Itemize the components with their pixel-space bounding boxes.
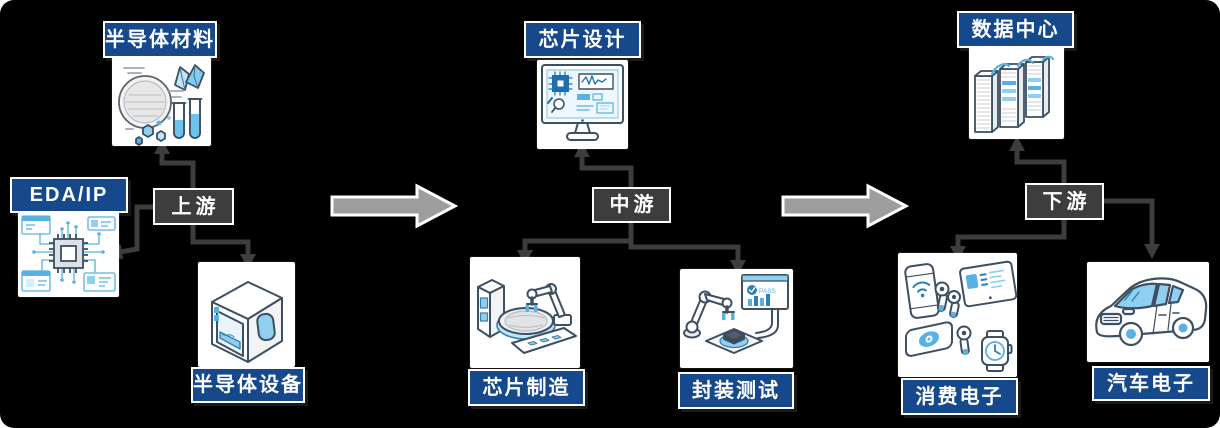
design-card bbox=[537, 60, 628, 149]
equipment-label: 半导体设备 bbox=[191, 367, 305, 403]
wafer-fab-icon bbox=[477, 279, 577, 354]
wafer-crystals-icon bbox=[118, 64, 205, 146]
design-monitor-icon bbox=[541, 64, 624, 141]
testing-card: PASS bbox=[680, 269, 793, 368]
stage-downstream: 下游 bbox=[1025, 183, 1104, 220]
automotive-label: 汽车电子 bbox=[1092, 366, 1210, 401]
datacenter-label: 数据中心 bbox=[957, 11, 1074, 48]
flow-arrow-upstream-to-midstream bbox=[330, 183, 459, 229]
arrow-downstream-to-consumer bbox=[950, 217, 1067, 261]
arrow-upstream-to-materials bbox=[154, 139, 196, 191]
consumer-card bbox=[898, 253, 1017, 377]
manufacturing-card bbox=[470, 257, 580, 368]
consumer-devices-icon bbox=[904, 260, 1017, 372]
materials-card bbox=[112, 57, 211, 146]
automotive-card bbox=[1087, 262, 1209, 362]
design-label: 芯片设计 bbox=[524, 21, 641, 58]
machine-icon bbox=[211, 281, 283, 363]
arrow-downstream-to-automotive bbox=[1101, 198, 1160, 259]
server-racks-icon bbox=[974, 55, 1055, 133]
pass-text: PASS bbox=[759, 288, 777, 295]
datacenter-card bbox=[969, 47, 1064, 139]
robot-test-icon: PASS bbox=[683, 274, 789, 354]
equipment-card bbox=[198, 262, 295, 367]
arrow-midstream-to-design bbox=[574, 142, 634, 190]
arrow-midstream-to-testing bbox=[628, 220, 746, 275]
arrow-midstream-to-manufacturing bbox=[517, 220, 634, 265]
eda-card bbox=[18, 212, 119, 297]
consumer-label: 消费电子 bbox=[901, 378, 1018, 415]
flow-arrow-midstream-to-downstream bbox=[781, 183, 910, 229]
arrow-upstream-to-equipment bbox=[190, 222, 256, 269]
manufacturing-label: 芯片制造 bbox=[468, 369, 585, 406]
chip-circuit-icon bbox=[21, 215, 116, 292]
arrow-downstream-to-datacenter bbox=[1009, 136, 1067, 186]
car-icon bbox=[1095, 277, 1208, 347]
arrow-upstream-to-eda bbox=[107, 204, 154, 260]
eda-label: EDA/IP bbox=[10, 177, 128, 213]
stage-upstream: 上游 bbox=[153, 188, 234, 225]
testing-label: 封装测试 bbox=[678, 372, 794, 409]
materials-label: 半导体材料 bbox=[103, 21, 217, 58]
stage-midstream: 中游 bbox=[592, 187, 671, 223]
